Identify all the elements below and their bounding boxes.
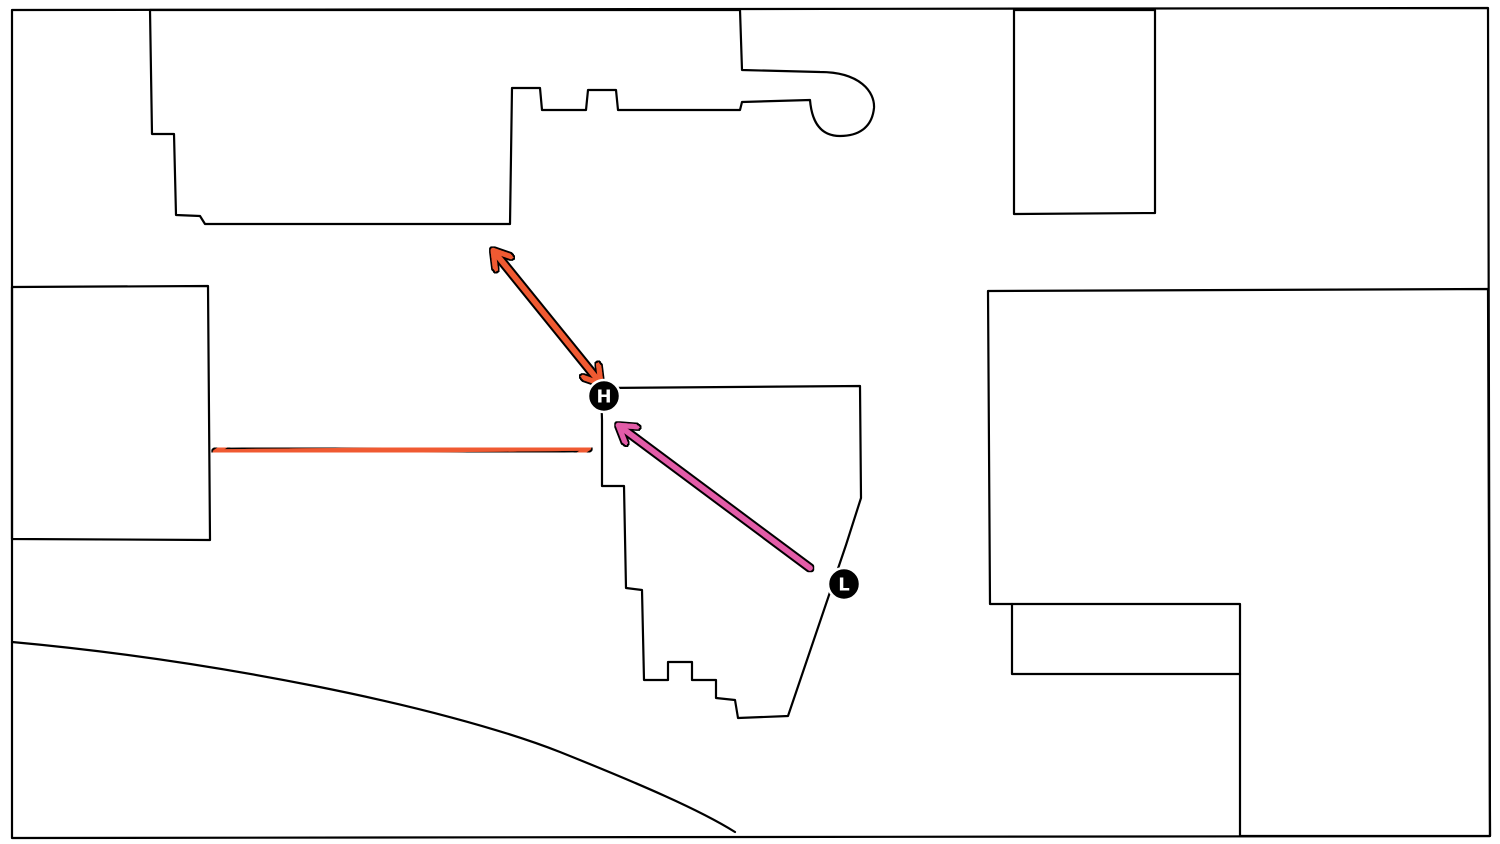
subject-building	[599, 384, 863, 720]
site-ground	[10, 6, 1492, 840]
marker-high-dot	[586, 378, 622, 414]
spacing-arrow-northwest	[496, 254, 598, 380]
building-east	[986, 287, 1492, 838]
building-north	[148, 8, 876, 226]
marker-high: H	[586, 378, 622, 414]
road-edge	[10, 640, 737, 834]
marker-high-label: H	[596, 387, 611, 408]
building-west	[10, 284, 212, 542]
marker-low-label: L	[838, 575, 849, 596]
marker-low-dot	[826, 566, 862, 602]
slope-arrow-low-to-high	[622, 428, 813, 571]
building-east-annex-edge	[1010, 602, 1242, 676]
marker-low: L	[826, 566, 862, 602]
building-northeast	[1012, 8, 1157, 216]
spacing-arrow-west	[220, 448, 584, 452]
